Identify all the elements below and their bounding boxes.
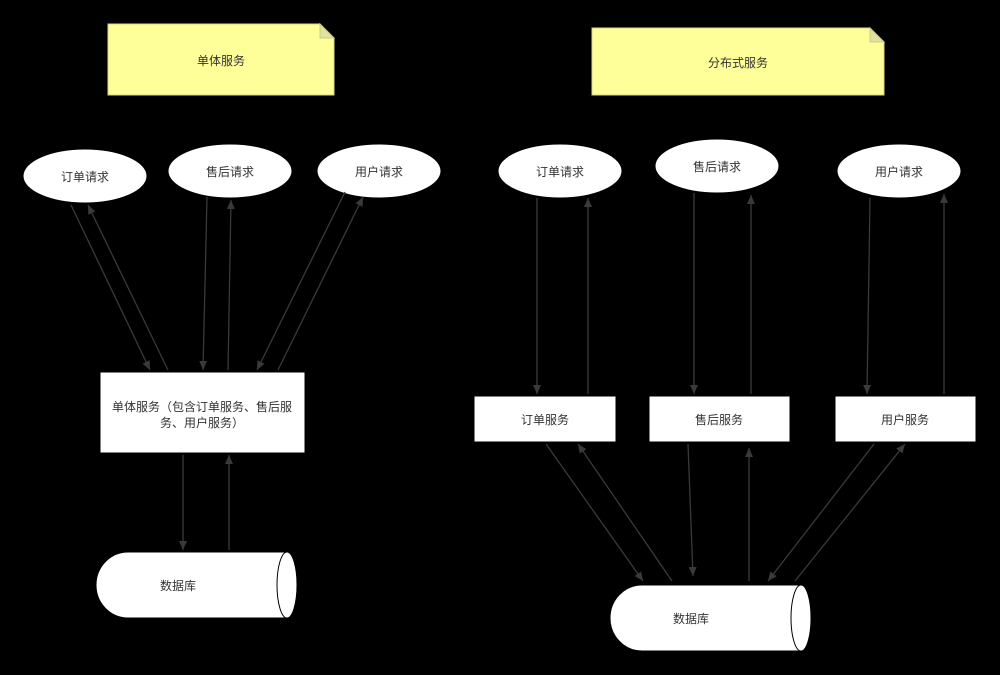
left-request-aftersale-label: 售后请求 (206, 164, 254, 179)
right-database: 数据库 (609, 584, 812, 652)
arrow-right-db-to-order-service (577, 443, 673, 582)
monolith-service-label-line2: 务、用户服务） (160, 415, 244, 430)
aftersale-service-box: 售后服务 (648, 395, 791, 443)
right-request-aftersale-label: 售后请求 (693, 159, 741, 174)
order-service-box: 订单服务 (473, 395, 617, 443)
arrow-left-monolith-to-user (277, 196, 364, 371)
arrow-right-aftersale-service-to-db (687, 443, 697, 577)
aftersale-service-label: 售后服务 (695, 412, 743, 427)
left-request-order: 订单请求 (22, 148, 148, 204)
left-request-user: 用户请求 (316, 143, 442, 199)
user-service-box: 用户服务 (834, 395, 977, 443)
arrow-left-order-to-monolith (70, 204, 151, 371)
left-request-aftersale: 售后请求 (167, 143, 293, 199)
arrow-left-aftersale-to-monolith (199, 196, 208, 371)
monolith-service-label-line1: 单体服务（包含订单服务、售后服 (112, 399, 292, 414)
arrow-left-monolith-to-order (87, 204, 169, 371)
note-distributed: 分布式服务 (591, 26, 886, 96)
right-database-label: 数据库 (673, 611, 709, 626)
right-request-order-label: 订单请求 (536, 165, 584, 179)
arrow-right-user-service-to-db (767, 443, 875, 582)
left-request-user-label: 用户请求 (355, 164, 403, 179)
right-request-user-label: 用户请求 (875, 164, 923, 179)
note-monolith: 单体服务 (107, 22, 336, 96)
left-database: 数据库 (95, 551, 298, 619)
note-distributed-title: 分布式服务 (708, 55, 768, 70)
right-request-aftersale: 售后请求 (654, 138, 780, 194)
left-database-label: 数据库 (160, 578, 196, 593)
right-request-user: 用户请求 (836, 143, 962, 199)
arrow-right-db-to-user-service (794, 443, 906, 582)
order-service-label: 订单服务 (521, 412, 569, 427)
user-service-label: 用户服务 (881, 412, 929, 427)
monolith-service-box: 单体服务（包含订单服务、售后服 务、用户服务） (99, 371, 306, 454)
note-monolith-title: 单体服务 (197, 53, 245, 68)
arrow-left-monolith-to-aftersale (226, 199, 235, 371)
left-request-order-label: 订单请求 (61, 170, 109, 184)
arrow-right-order-service-to-db (545, 443, 644, 582)
arrow-right-user-request-to-service (863, 197, 872, 395)
right-request-order: 订单请求 (497, 143, 623, 199)
arrow-left-user-to-monolith (256, 191, 346, 371)
